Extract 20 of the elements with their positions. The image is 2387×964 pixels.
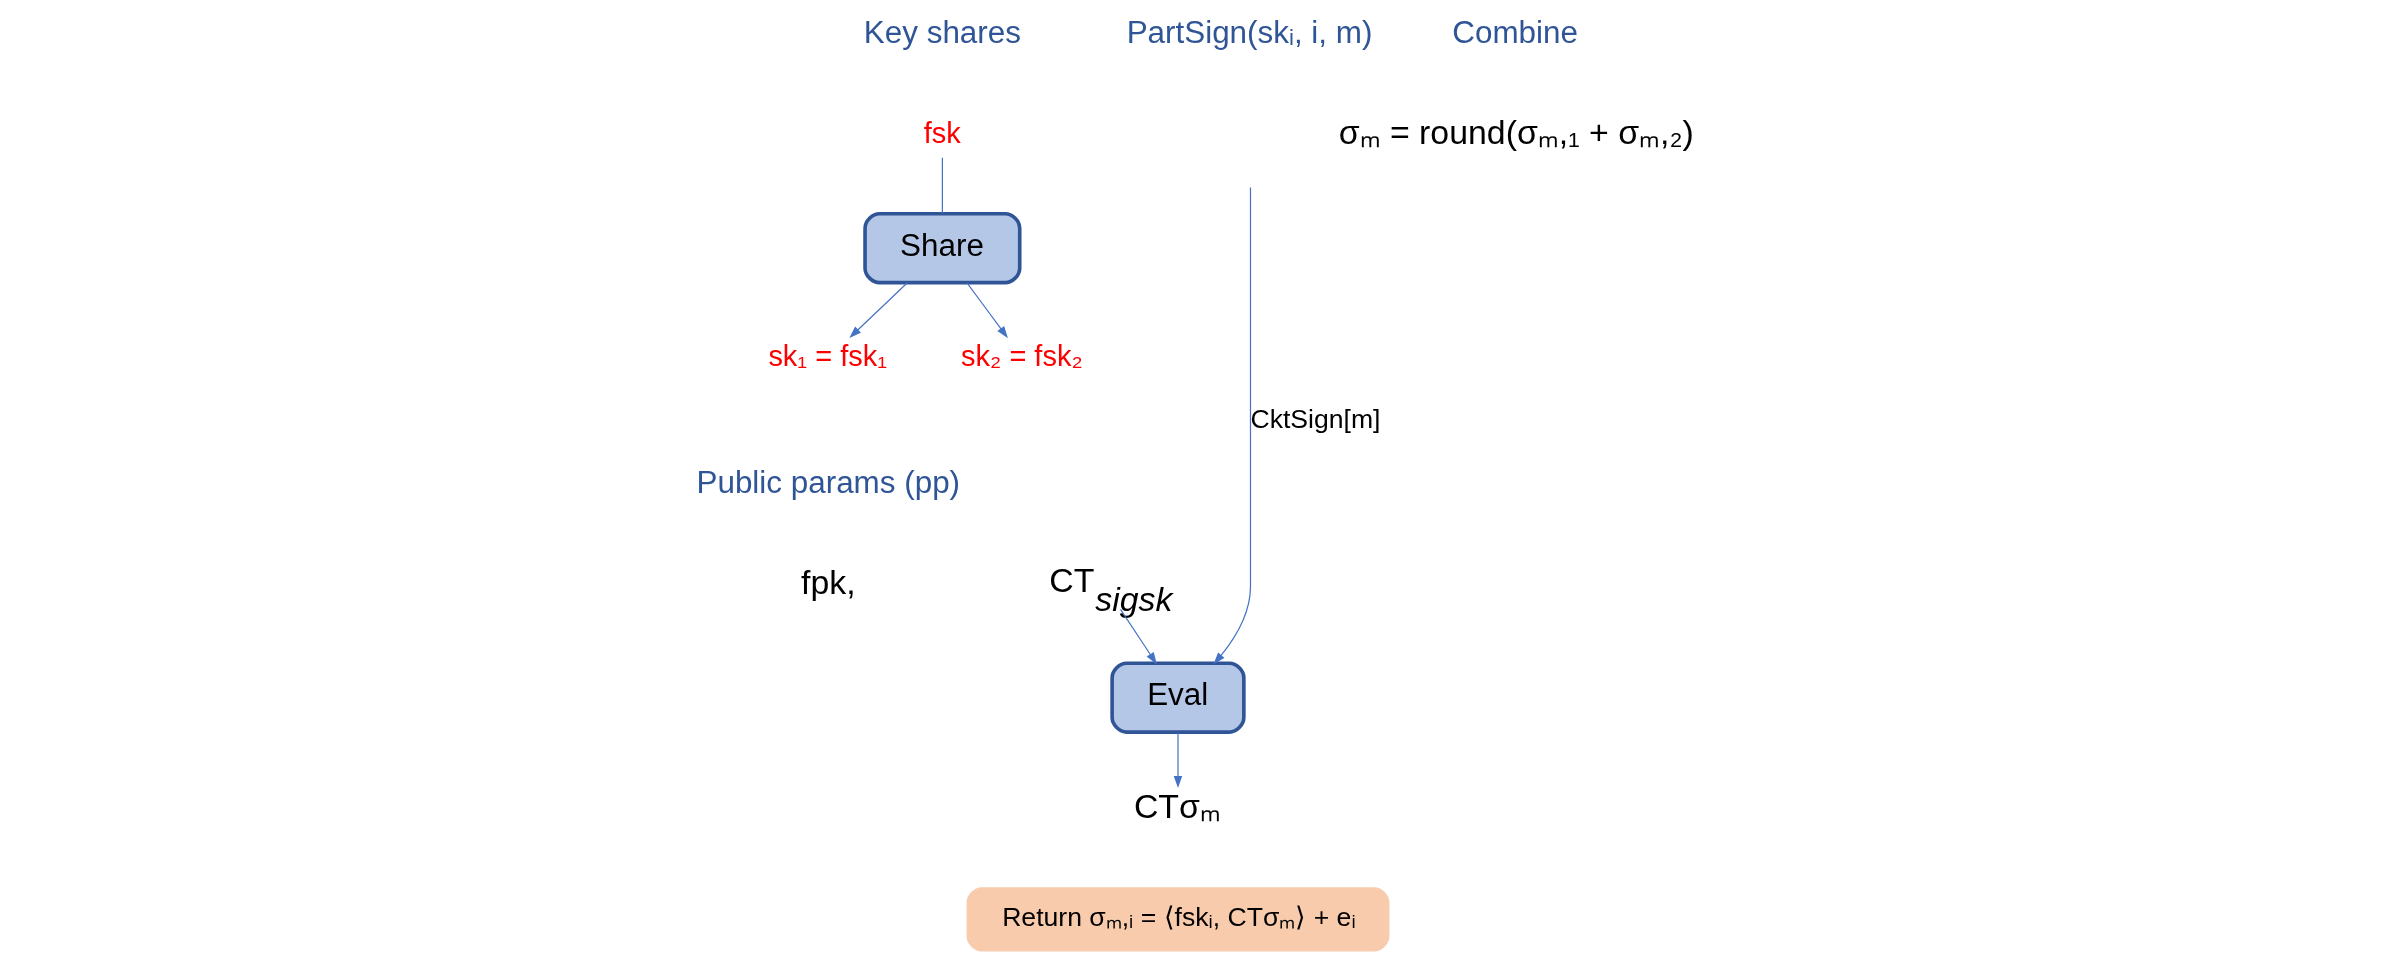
node-text: sk₁ = fsk₁ [767,340,887,373]
label: PartSign(skᵢ, i, m) [1126,15,1372,51]
edge-label: CktSign[m] [1249,404,1380,435]
label: Combine [1451,15,1578,51]
node-text: sk₂ = fsk₂ [960,340,1083,373]
arrow [1173,731,1182,789]
label: fpk, [800,562,856,601]
node-text: fsk [923,117,961,150]
node-text: CTσₘ [1133,787,1221,826]
label: σₘ = round(σₘ,₁ + σₘ,₂) [1338,113,1694,152]
arrow [848,282,908,338]
node-box: Return σₘ,ᵢ = ⟨fskᵢ, CTσₘ⟩ + eᵢ [966,887,1389,952]
label: Key shares [863,15,1021,51]
arrow [1212,186,1251,665]
arrow [1119,608,1157,665]
label: Public params (pp) [696,464,960,500]
connector [941,157,943,215]
arrow [966,282,1008,339]
node-box: Eval [1109,661,1246,734]
node-box: Share [862,211,1021,285]
